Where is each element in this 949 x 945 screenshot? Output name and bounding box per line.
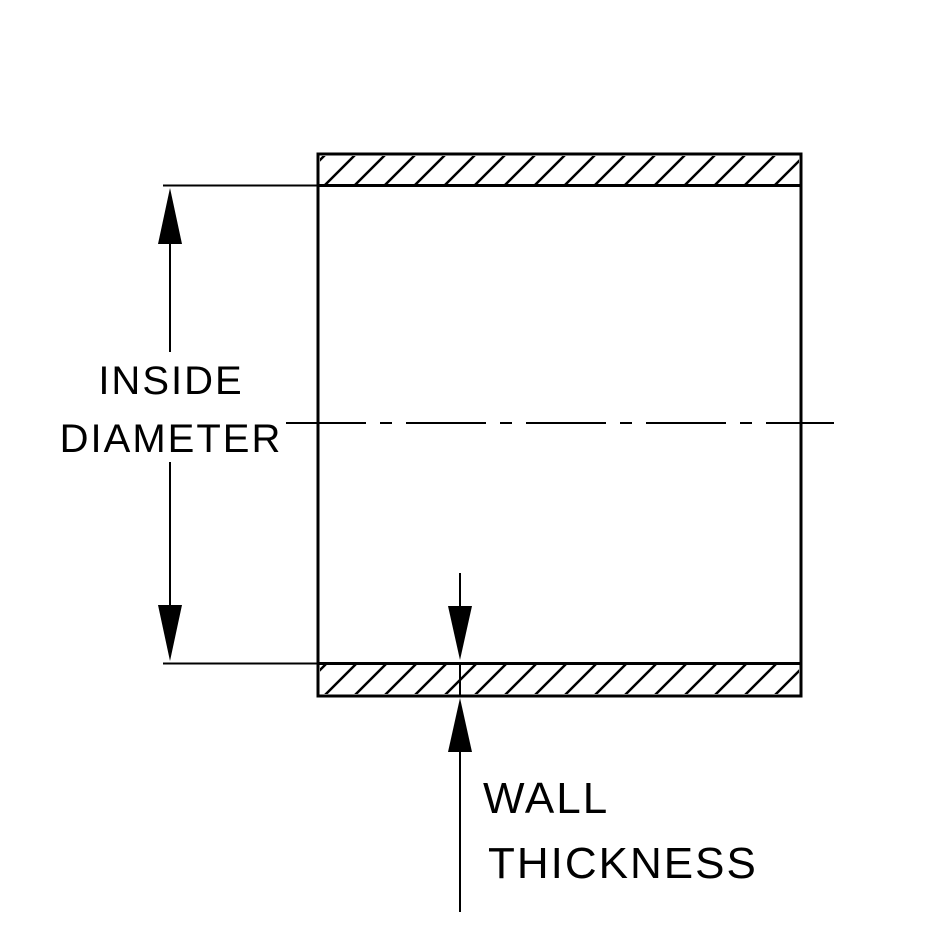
wall-thickness-label-line1: WALL	[483, 774, 609, 823]
arrow-down-icon	[448, 606, 472, 660]
top-wall-hatch	[320, 156, 799, 184]
tube-outline	[316, 152, 803, 698]
wall-thickness-label-line2: THICKNESS	[488, 839, 758, 888]
bottom-wall-hatch	[320, 665, 799, 694]
inside-diameter-label-line1: INSIDE	[98, 359, 243, 403]
arrow-down-icon	[158, 605, 182, 661]
inside-diameter-label-line2: DIAMETER	[60, 417, 283, 461]
arrow-up-icon	[158, 188, 182, 244]
arrow-up-icon	[448, 698, 472, 752]
